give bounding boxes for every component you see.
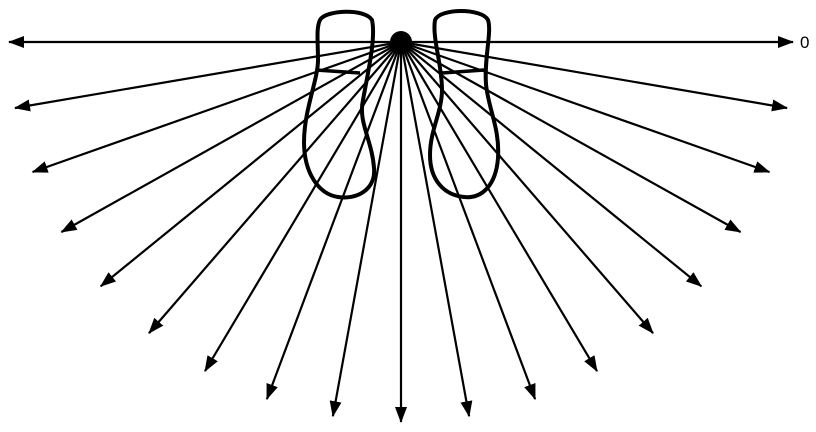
right-footprint-arch-line [442, 70, 484, 73]
origin-dot [390, 31, 412, 53]
right-footprint-outline [430, 11, 498, 197]
zero-degree-label: 0 [800, 33, 809, 52]
right-footprint [430, 11, 498, 197]
direction-rays [9, 42, 793, 422]
